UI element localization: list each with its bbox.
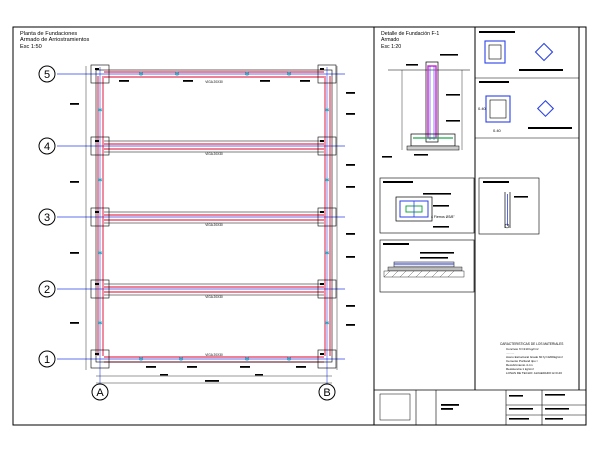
axis-bubble-a (91, 383, 109, 401)
plan-title-1: Planta de Fundaciones (20, 31, 77, 37)
beam-section-frame (379, 177, 475, 234)
beam-label-3: VIGA 20X30 (205, 223, 223, 227)
column-detail-panel (475, 31, 579, 139)
column-dim-vertical: 0.40 (478, 106, 487, 111)
beam-label-1: VIGA 20X30 (205, 353, 223, 357)
spec-line-7: LOSAS DE TECHO: ALIGERADO H=0.20 (506, 371, 562, 375)
svg-text:✱: ✱ (97, 250, 102, 257)
spec-line-2: .......... (506, 351, 515, 355)
svg-text:✱: ✱ (324, 320, 329, 327)
rebar-markers: ✱ ✱ ✱ ✱ ✱ ✱ ✱ ✱ ✱ ✱ ✱ ✱ ✱ ✱ ✱ ✱ (97, 71, 329, 363)
small-detail-frame (478, 177, 540, 235)
svg-text:✱: ✱ (97, 107, 102, 114)
slab-detail-frame (379, 239, 475, 293)
svg-text:✱: ✱ (97, 177, 102, 184)
spec-line-3: Acero Estructural Grado 60 fy=4200kg/cm² (506, 355, 563, 359)
footings (90, 64, 337, 369)
svg-text:✱: ✱ (286, 71, 291, 78)
spec-line-5: Recubrimiento 4 cm (506, 363, 533, 367)
svg-text:✱: ✱ (244, 71, 249, 78)
svg-text:✱: ✱ (324, 177, 329, 184)
spec-line-1: Concreto f'c=210 kg/cm² (506, 347, 539, 351)
axis-label-b: B (323, 387, 330, 399)
footing-tags (95, 68, 324, 355)
dim-lines (85, 66, 338, 384)
axis-label-5: 5 (44, 69, 50, 81)
col-axis-lines (99, 67, 328, 386)
beam-label-4: VIGA 20X30 (205, 152, 223, 156)
beam-label-2: VIGA 20X30 (205, 295, 223, 299)
detail-title-1: Detalle de Fundación F-1 (381, 31, 439, 37)
plan-title-2: Armado de Arriostramientos (20, 37, 90, 43)
slab-detail-drawing (383, 243, 465, 278)
title-block (374, 389, 586, 425)
svg-text:✱: ✱ (244, 356, 249, 363)
row-axis-lines (57, 73, 345, 360)
sheet-border (12, 26, 587, 426)
axis-label-a: A (96, 387, 104, 399)
footing-section-drawing (382, 54, 470, 158)
axis-label-1: 1 (44, 354, 50, 366)
rebar-label: 4 Fierros Ø3/8" (431, 215, 455, 219)
plan-title-3: Esc 1:50 (20, 44, 42, 50)
beam-section-drawing (383, 181, 451, 228)
svg-text:✱: ✱ (97, 320, 102, 327)
detail-title-2: Armado (381, 37, 399, 43)
spec-line-4: Cemento Portland tipo I (506, 359, 538, 363)
svg-text:✱: ✱ (286, 356, 291, 363)
beam-outline (95, 69, 333, 363)
beam-rebar (97, 71, 331, 363)
spec-line-0: CARACTERISTICAS DE LOS MATERIALES (500, 342, 563, 346)
svg-text:✱: ✱ (178, 356, 183, 363)
small-detail-drawing (483, 181, 528, 229)
row-axis-bubbles (38, 65, 56, 368)
svg-text:✱: ✱ (138, 71, 143, 78)
plan-dim-marks (70, 80, 355, 382)
column-dim-horizontal: 0.40 (493, 128, 502, 133)
axis-bubble-b (318, 383, 336, 401)
svg-text:✱: ✱ (138, 356, 143, 363)
beam-label-5: VIGA 20X30 (205, 80, 223, 84)
detail-title-3: Esc 1:20 (381, 44, 401, 50)
svg-text:✱: ✱ (324, 250, 329, 257)
axis-label-3: 3 (44, 212, 50, 224)
axis-label-4: 4 (44, 141, 50, 153)
spec-line-6: Resistencia 1 kg/cm² (506, 367, 534, 371)
axis-label-2: 2 (44, 284, 50, 296)
svg-text:✱: ✱ (324, 107, 329, 114)
svg-text:✱: ✱ (174, 71, 179, 78)
